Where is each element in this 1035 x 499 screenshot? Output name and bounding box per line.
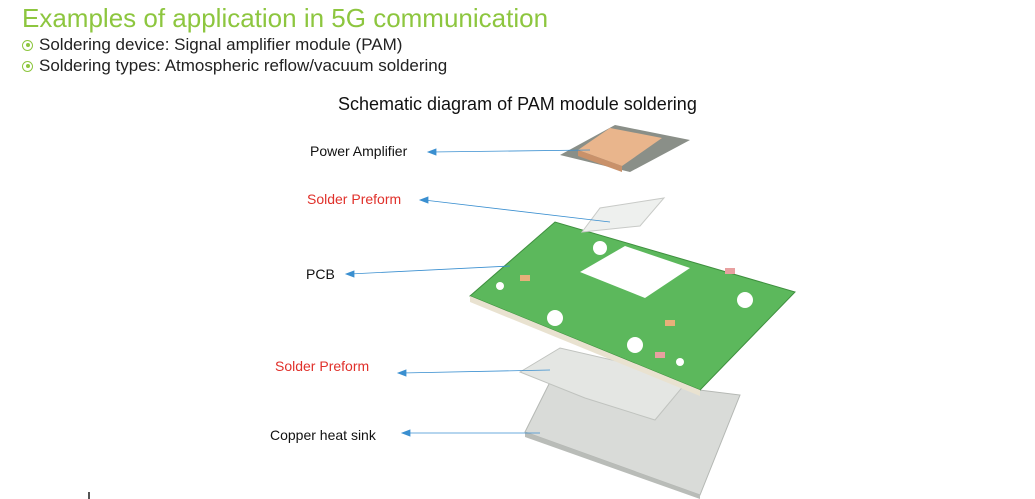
pointer-arrows: [344, 148, 611, 437]
label-pcb: PCB: [306, 266, 335, 282]
bullet-icon: [22, 60, 33, 72]
label-copper-heat-sink: Copper heat sink: [270, 427, 376, 443]
bullet-item: Soldering device: Signal amplifier modul…: [22, 35, 402, 55]
label-solder-preform-top: Solder Preform: [307, 191, 402, 207]
footer-divider: [88, 492, 90, 499]
bullet-text: Soldering device: Signal amplifier modul…: [39, 35, 403, 54]
bullet-item: Soldering types: Atmospheric reflow/vacu…: [22, 56, 447, 76]
bullet-text: Soldering types: Atmospheric reflow/vacu…: [39, 56, 448, 75]
copper-heat-sink: [524, 371, 741, 499]
diagram-title: Schematic diagram of PAM module solderin…: [338, 94, 697, 114]
label-power-amplifier: Power Amplifier: [310, 143, 408, 159]
solder-preform-bottom: [518, 347, 691, 421]
label-solder-preform-bottom: Solder Preform: [275, 358, 370, 374]
pcb-board: [469, 221, 796, 396]
solder-preform-top: [580, 197, 666, 233]
power-amplifier: [560, 125, 690, 172]
bullet-icon: [22, 39, 33, 51]
page-title: Examples of application in 5G communicat…: [22, 3, 549, 33]
